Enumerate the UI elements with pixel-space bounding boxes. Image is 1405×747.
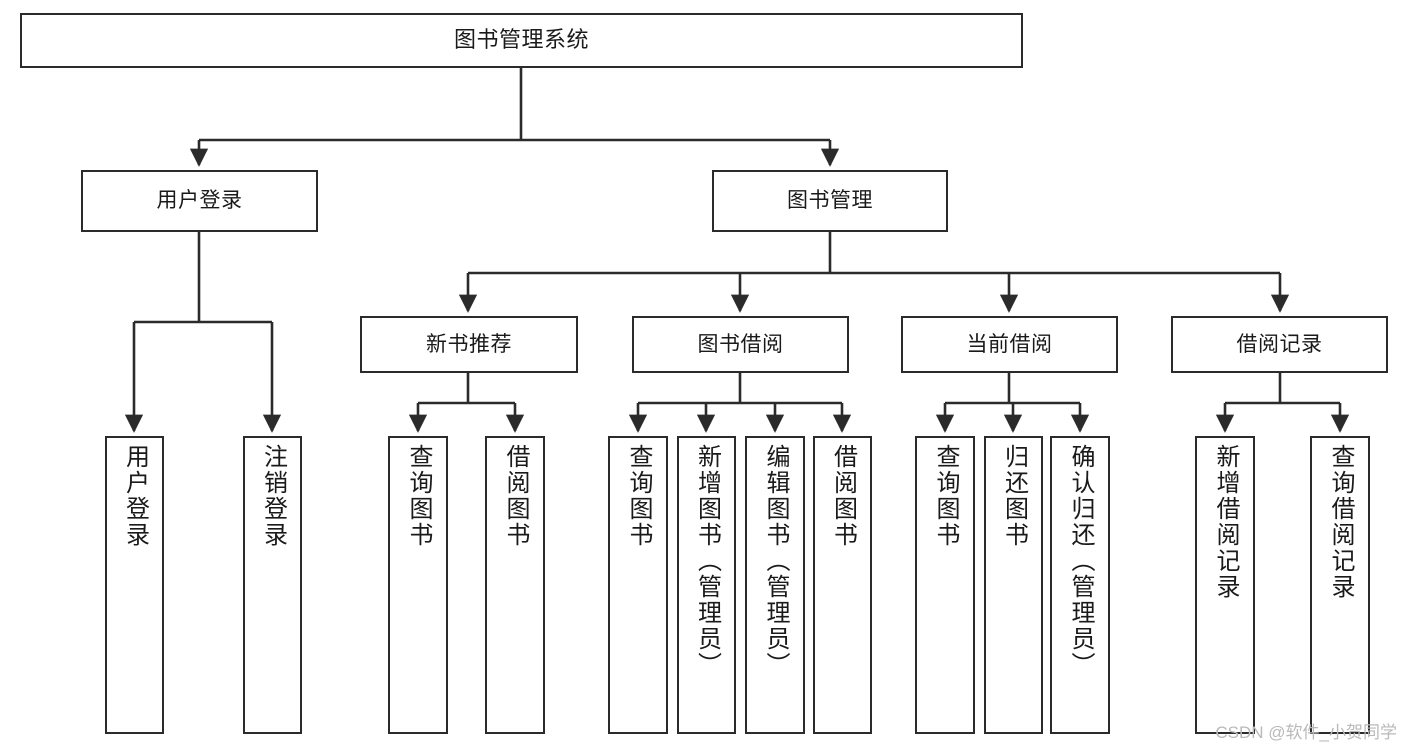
node-label: 新增借阅记录	[1212, 444, 1239, 600]
leaf-query-book-borrow[interactable]: 查询图书	[608, 436, 668, 734]
leaf-query-book-current[interactable]: 查询图书	[915, 436, 975, 734]
leaf-return-book[interactable]: 归还图书	[984, 436, 1043, 734]
node-borrow-record[interactable]: 借阅记录	[1171, 316, 1388, 373]
node-label: 注销登录	[259, 444, 287, 548]
leaf-add-borrow-record[interactable]: 新增借阅记录	[1195, 436, 1255, 734]
node-label: 查询图书	[625, 444, 652, 548]
node-user-login[interactable]: 用户登录	[81, 170, 318, 232]
node-label: 图书管理系统	[453, 27, 589, 53]
node-book-management[interactable]: 图书管理	[712, 170, 948, 232]
node-label: 确认归还（管理员）	[1067, 444, 1094, 678]
node-label: 图书管理	[787, 189, 873, 213]
leaf-query-book-recommend[interactable]: 查询图书	[388, 436, 448, 734]
node-label: 编辑图书（管理员）	[762, 444, 789, 678]
node-label: 新增图书（管理员）	[693, 444, 721, 678]
node-new-book-recommend[interactable]: 新书推荐	[360, 316, 578, 373]
node-label: 用户登录	[156, 189, 243, 213]
node-label: 查询借阅记录	[1327, 444, 1354, 600]
node-current-borrow[interactable]: 当前借阅	[901, 316, 1118, 373]
node-label: 查询图书	[405, 444, 432, 548]
node-label: 借阅记录	[1236, 332, 1323, 356]
leaf-edit-book-admin[interactable]: 编辑图书（管理员）	[745, 436, 805, 734]
leaf-user-login[interactable]: 用户登录	[105, 436, 164, 734]
node-label: 借阅图书	[502, 444, 529, 548]
node-label: 借阅图书	[829, 444, 857, 548]
node-label: 用户登录	[121, 444, 149, 548]
leaf-logout[interactable]: 注销登录	[243, 436, 302, 734]
node-label: 当前借阅	[966, 332, 1053, 356]
watermark: CSDN @软件_小贺同学	[1215, 723, 1397, 742]
leaf-borrow-book[interactable]: 借阅图书	[813, 436, 872, 734]
node-label: 查询图书	[932, 444, 959, 548]
leaf-borrow-book-recommend[interactable]: 借阅图书	[485, 436, 545, 734]
node-label: 图书借阅	[697, 332, 784, 356]
node-label: 新书推荐	[426, 332, 512, 356]
node-book-borrow[interactable]: 图书借阅	[632, 316, 849, 373]
node-root-book-management-system[interactable]: 图书管理系统	[20, 13, 1023, 68]
node-label: 归还图书	[1000, 444, 1028, 548]
leaf-query-borrow-record[interactable]: 查询借阅记录	[1310, 436, 1370, 734]
leaf-confirm-return-admin[interactable]: 确认归还（管理员）	[1050, 436, 1110, 734]
leaf-add-book-admin[interactable]: 新增图书（管理员）	[677, 436, 736, 734]
